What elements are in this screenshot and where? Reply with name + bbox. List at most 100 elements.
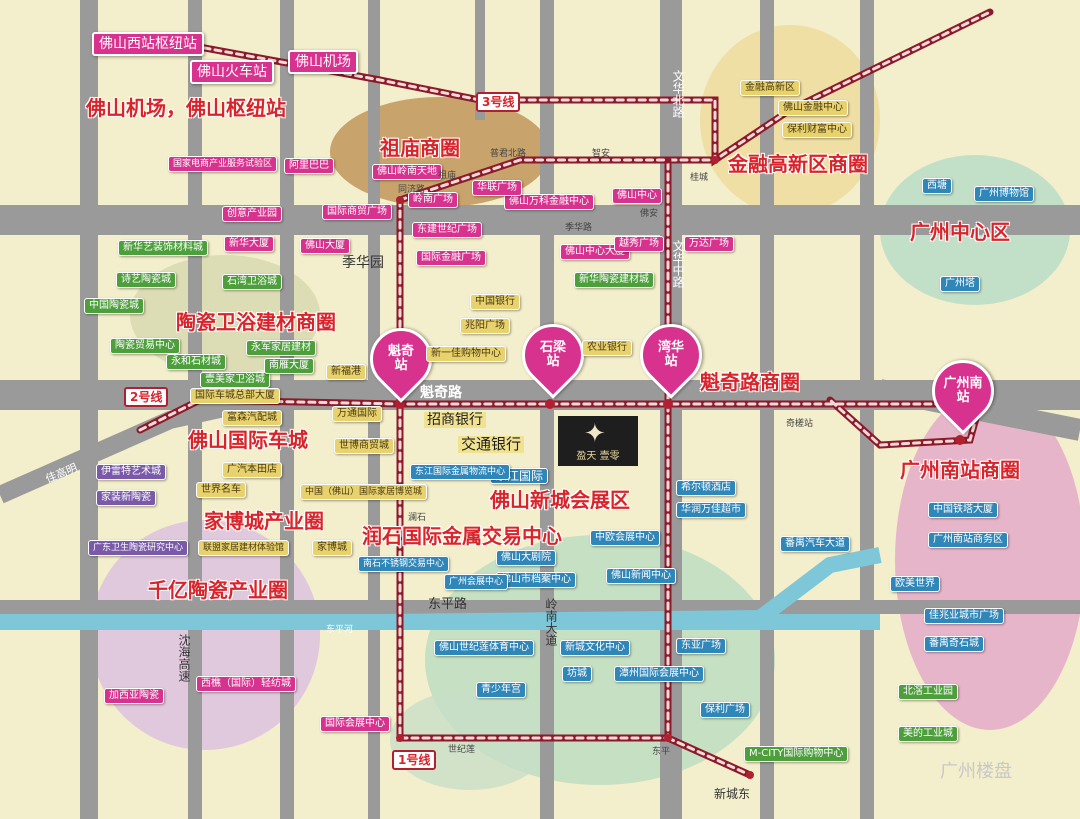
place-tag: 南石不锈钢交易中心 — [358, 556, 450, 572]
place-tag: M-CITY国际购物中心 — [744, 746, 849, 762]
place-tag: 佛山岭南天地 — [372, 164, 442, 180]
place-tag: 坊城 — [562, 666, 592, 682]
place-tag: 广州塔 — [940, 276, 980, 292]
minor-label: 普君北路 — [490, 149, 527, 159]
bank-of-communications: 交通银行 — [458, 436, 525, 453]
place-tag: 东江国际金属物流中心 — [410, 464, 511, 480]
zumiao-title: 祖庙商圈 — [380, 136, 460, 160]
foshan-airport-label: 佛山机场 — [288, 50, 358, 74]
minor-label: 奇槎站 — [786, 419, 814, 429]
place-tag: 新华大厦 — [224, 236, 274, 252]
gz-south-title: 广州南站商圈 — [900, 458, 1020, 482]
place-tag: 富森汽配城 — [222, 410, 282, 426]
minor-label: 世纪莲 — [448, 745, 476, 755]
place-tag: 东建世纪广场 — [412, 222, 482, 238]
wenhua-north-label: 文华北路 — [671, 70, 685, 118]
place-tag: 佛山世纪莲体育中心 — [434, 640, 534, 656]
minor-label: 祖庙 — [438, 171, 457, 181]
place-tag: 佛山万科金融中心 — [504, 194, 594, 210]
bank-of-china: 中国银行 — [470, 294, 520, 310]
gz-south-station-label: 广州南 站 — [943, 376, 983, 405]
place-tag: 佛山中心 — [612, 188, 662, 204]
place-tag: 创意产业园 — [222, 206, 282, 222]
shiliang-station-label: 石梁 站 — [539, 340, 566, 369]
place-tag: 岭南广场 — [408, 192, 458, 208]
station-dots — [395, 156, 965, 779]
xinchengdong-label: 新城东 — [714, 787, 751, 801]
place-tag: 金融高新区 — [740, 80, 800, 96]
place-tag: 阿里巴巴 — [284, 158, 334, 174]
place-tag: 佛山大剧院 — [496, 550, 556, 566]
finance-title: 金融高新区商圈 — [728, 152, 868, 176]
xinyijia-mall: 新一佳购物中心 — [426, 346, 506, 362]
place-tag: 番禺奇石城 — [924, 636, 984, 652]
qianyi-title: 千亿陶瓷产业圈 — [148, 578, 288, 602]
wenhua-mid-label: 文华中路 — [671, 240, 685, 288]
place-tag: 新华陶瓷建材城 — [574, 272, 654, 288]
place-tag: 潭州国际会展中心 — [614, 666, 704, 682]
star-icon: ✦ — [584, 419, 606, 449]
finance-zone — [700, 25, 880, 215]
wanhua-station-label: 湾华 站 — [657, 340, 684, 369]
place-tag: 佛山大厦 — [300, 238, 350, 254]
place-tag: 壹美家卫浴城 — [200, 372, 270, 388]
project-logo: ✦ 盈天 壹零 — [558, 416, 638, 466]
place-tag: 国际金融广场 — [416, 250, 486, 266]
place-tag: 联盟家居建材体验馆 — [198, 540, 290, 556]
place-tag: 广东卫生陶瓷研究中心 — [88, 540, 189, 556]
place-tag: 欧美世界 — [890, 576, 940, 592]
place-tag: 家装新陶瓷 — [96, 490, 156, 506]
place-tag: 国际会展中心 — [320, 716, 390, 732]
kuiqi-road-title: 魁奇路商圈 — [700, 370, 800, 394]
project-logo-text: 盈天 壹零 — [576, 451, 620, 462]
place-tag: 佛山金融中心 — [778, 100, 848, 116]
place-tag: 希尔顿酒店 — [676, 480, 736, 496]
expo-title: 佛山新城会展区 — [490, 488, 630, 512]
place-tag: 广汽本田店 — [222, 462, 282, 478]
place-tag: 新城文化中心 — [560, 640, 630, 656]
place-tag: 石湾卫浴城 — [222, 274, 282, 290]
place-tag: 中欧会展中心 — [590, 530, 660, 546]
line-1-tag: 1号线 — [392, 750, 437, 770]
place-tag: 北滘工业园 — [898, 684, 958, 700]
place-tag: 保利广场 — [700, 702, 750, 718]
minor-label: 季华路 — [565, 223, 593, 233]
place-tag: 中国陶瓷城 — [84, 298, 144, 314]
place-tag: 番禺汽车大道 — [780, 536, 850, 552]
place-tag: 万达广场 — [684, 236, 734, 252]
jihua-label: 季华园 — [342, 255, 384, 271]
ceramic-title: 陶瓷卫浴建材商圈 — [176, 310, 336, 334]
guangzhou-center-title: 广州中心区 — [910, 220, 1010, 244]
runshi-title: 润石国际金属交易中心 — [362, 524, 562, 548]
foshan-west-hub-label: 佛山西站枢纽站 — [92, 32, 204, 56]
line-3-tag: 3号线 — [476, 92, 521, 112]
place-tag: 国际商贸广场 — [322, 204, 392, 220]
minor-label: 智安 — [592, 149, 611, 159]
foshan-train-station-label: 佛山火车站 — [190, 60, 274, 84]
minor-label: 同济路 — [398, 185, 426, 195]
shenhai-highway-label: 沈海高速 — [177, 634, 191, 682]
place-tag: 美的工业城 — [898, 726, 958, 742]
place-tag: 永军家居建材 — [246, 340, 316, 356]
minor-label: 东平 — [652, 747, 671, 757]
place-tag: 世界名车 — [196, 482, 246, 498]
place-tag: 中国铁塔大厦 — [928, 502, 998, 518]
place-tag: 陶瓷贸易中心 — [110, 338, 180, 354]
place-tag: 国家电商产业服务试验区 — [168, 156, 278, 172]
line-2-tag: 2号线 — [124, 387, 169, 407]
place-tag: 西塘 — [922, 178, 952, 194]
place-tag: 西樵（国际）轻纺城 — [196, 676, 296, 692]
zhaoyang-plaza: 兆阳广场 — [460, 318, 510, 334]
place-tag: 佛山市档案中心 — [496, 572, 576, 588]
airport-hub-title: 佛山机场，佛山枢纽站 — [86, 96, 286, 120]
lingnan-road-label: 岭南大道 — [544, 598, 558, 646]
agricultural-bank: 农业银行 — [582, 340, 632, 356]
minor-label: 澜石 — [408, 513, 427, 523]
place-tag: 广州博物馆 — [974, 186, 1034, 202]
place-tag: 华润万佳超市 — [676, 502, 746, 518]
place-tag: 新福港 — [326, 364, 366, 380]
intl-car-title: 佛山国际车城 — [188, 428, 308, 452]
place-tag: 国际车城总部大厦 — [190, 388, 280, 404]
place-tag: 保利财富中心 — [782, 122, 852, 138]
